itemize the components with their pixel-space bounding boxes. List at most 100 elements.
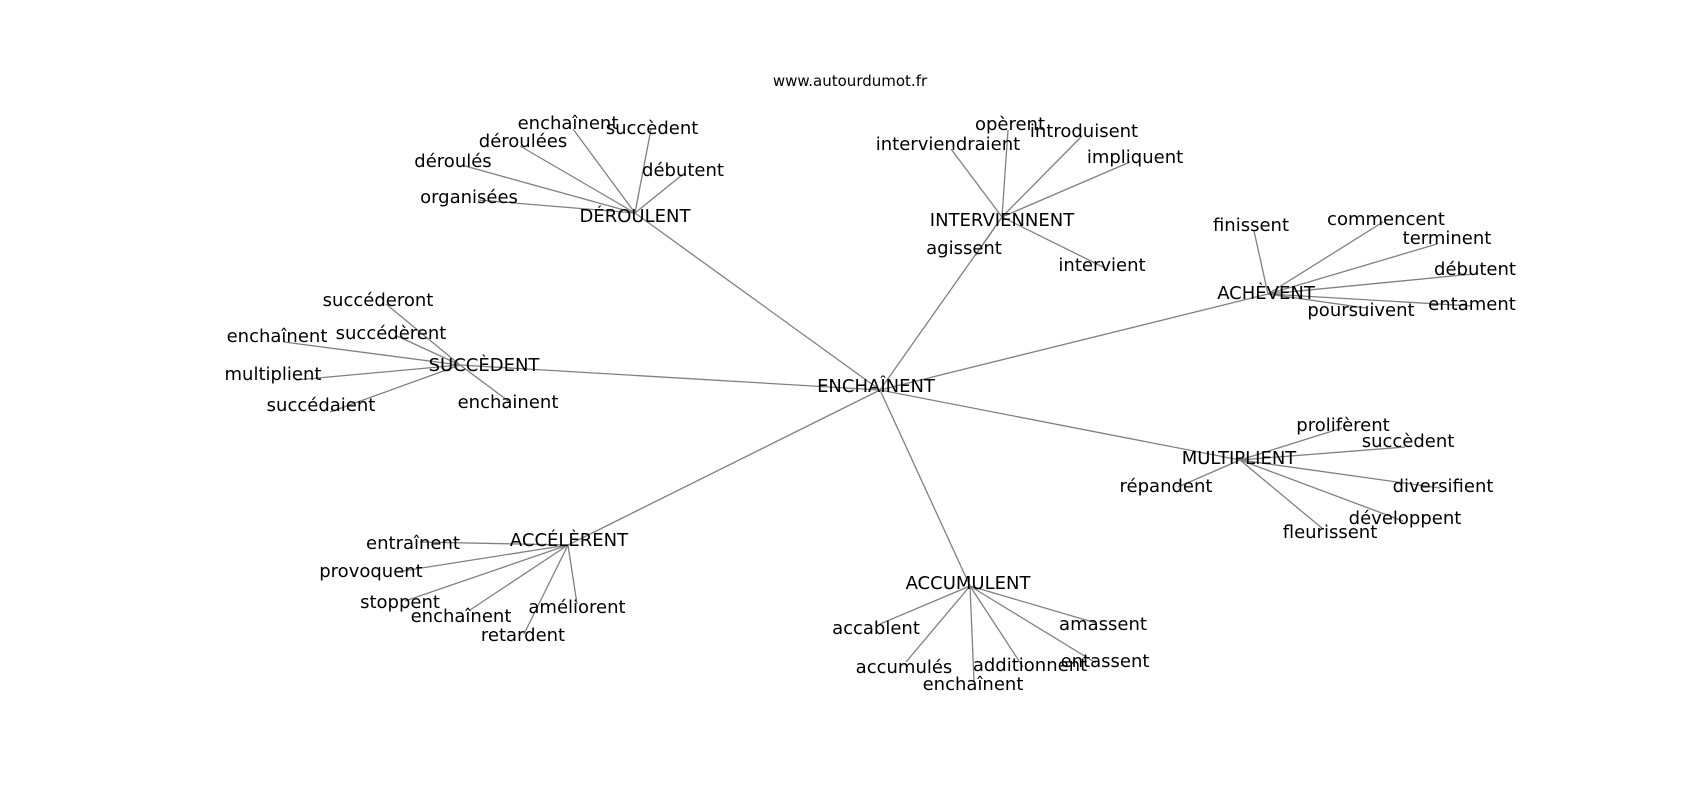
hub-node[interactable]: SUCCÈDENT	[429, 354, 541, 376]
edge-center-to-hub	[634, 212, 881, 391]
edge-hub-to-leaf	[1267, 293, 1367, 309]
leaf-node[interactable]: agissent	[926, 238, 1002, 259]
edge-hub-to-leaf	[950, 148, 1003, 218]
leaf-node[interactable]: déroulées	[479, 131, 567, 152]
edges	[283, 128, 1474, 682]
edge-center-to-hub	[879, 389, 1241, 461]
edge-hub-to-leaf	[1239, 427, 1343, 461]
leaf-node[interactable]: introduisent	[1030, 121, 1138, 142]
edge-hub-to-leaf	[459, 364, 512, 404]
leaf-node[interactable]: enchaînent	[227, 326, 328, 347]
leaf-node[interactable]: débutent	[642, 160, 724, 181]
leaf-node[interactable]: succèdent	[1362, 431, 1455, 452]
edge-hub-to-leaf	[519, 145, 636, 214]
center-node[interactable]: ENCHAÎNENT	[817, 375, 936, 397]
leaf-node[interactable]: organisées	[420, 187, 518, 208]
hub-node[interactable]: ACCUMULENT	[906, 573, 1032, 594]
edge-center-to-hub	[879, 389, 971, 587]
hub-node[interactable]: DÉROULENT	[580, 205, 692, 227]
leaf-node[interactable]: enchainent	[458, 392, 559, 413]
edge-hub-to-leaf	[1267, 221, 1384, 295]
edge-hub-to-leaf	[1239, 459, 1404, 522]
edge-hub-to-leaf	[523, 544, 569, 635]
leaf-node[interactable]: opèrent	[975, 114, 1045, 135]
leaf-node[interactable]: poursuivent	[1307, 300, 1414, 321]
edge-center-to-hub	[879, 293, 1269, 391]
edge-hub-to-leaf	[295, 364, 461, 381]
edge-hub-to-leaf	[395, 544, 569, 573]
leaf-node[interactable]: déroulés	[414, 151, 491, 172]
edge-hub-to-leaf	[464, 165, 636, 214]
leaf-node[interactable]: enchaînent	[518, 113, 619, 134]
edge-hub-to-leaf	[1001, 216, 1106, 269]
leaf-node[interactable]: développent	[1349, 508, 1462, 529]
leaf-node[interactable]: stoppent	[360, 592, 440, 613]
edge-hub-to-leaf	[1267, 293, 1473, 307]
node-labels: ENCHAÎNENTDÉROULENTenchaînentsuccèdentdé…	[225, 113, 1516, 695]
edge-hub-to-leaf	[329, 364, 461, 413]
edge-hub-to-leaf	[1177, 459, 1241, 488]
edge-hub-to-leaf	[1267, 273, 1474, 295]
leaf-node[interactable]: accablent	[832, 618, 920, 639]
leaf-node[interactable]: répandent	[1120, 476, 1213, 497]
leaf-node[interactable]: impliquent	[1087, 147, 1183, 168]
edge-hub-to-leaf	[567, 544, 578, 605]
edge-hub-to-leaf	[477, 199, 636, 214]
edge-hub-to-leaf	[1239, 459, 1324, 530]
leaf-node[interactable]: finissent	[1213, 215, 1289, 236]
leaf-node[interactable]: additionnent	[973, 655, 1087, 676]
edge-hub-to-leaf	[879, 585, 971, 625]
leaf-node[interactable]: retardent	[481, 625, 565, 646]
edge-center-to-hub	[459, 364, 881, 391]
edge-hub-to-leaf	[969, 585, 1024, 668]
leaf-node[interactable]: provoquent	[319, 561, 422, 582]
leaf-node[interactable]: prolifèrent	[1296, 415, 1389, 436]
edge-hub-to-leaf	[1267, 243, 1438, 295]
hub-node[interactable]: ACHÈVENT	[1217, 282, 1316, 304]
edge-center-to-hub	[567, 389, 881, 546]
leaf-node[interactable]: entraînent	[366, 533, 460, 554]
edge-hub-to-leaf	[1001, 135, 1083, 218]
leaf-node[interactable]: intervient	[1058, 255, 1145, 276]
leaf-node[interactable]: entament	[1428, 294, 1516, 315]
edge-hub-to-leaf	[385, 303, 461, 366]
edge-hub-to-leaf	[634, 128, 652, 214]
edge-hub-to-leaf	[905, 585, 971, 663]
edge-hub-to-leaf	[572, 128, 636, 214]
edge-hub-to-leaf	[404, 544, 569, 602]
hub-node[interactable]: INTERVIENNENT	[930, 210, 1075, 231]
leaf-node[interactable]: amassent	[1059, 614, 1147, 635]
leaf-node[interactable]: diversifient	[1393, 476, 1494, 497]
edge-hub-to-leaf	[1239, 446, 1406, 461]
edge-hub-to-leaf	[969, 585, 975, 682]
edge-hub-to-leaf	[974, 216, 1003, 257]
leaf-node[interactable]: succéderont	[323, 290, 434, 311]
leaf-node[interactable]: débutent	[1434, 259, 1516, 280]
leaf-node[interactable]: enchaînent	[923, 674, 1024, 695]
leaf-node[interactable]: commencent	[1327, 209, 1445, 230]
leaf-node[interactable]: entassent	[1061, 651, 1150, 672]
edge-hub-to-leaf	[469, 544, 569, 611]
leaf-node[interactable]: enchaînent	[411, 606, 512, 627]
leaf-node[interactable]: fleurissent	[1283, 522, 1378, 543]
leaf-node[interactable]: accumulés	[856, 657, 953, 678]
leaf-node[interactable]: succédaient	[267, 395, 376, 416]
leaf-node[interactable]: améliorent	[528, 597, 625, 618]
source-watermark: www.autourdumot.fr	[772, 72, 928, 90]
hub-node[interactable]: MULTIPLIENT	[1182, 448, 1298, 469]
edge-hub-to-leaf	[969, 585, 1097, 624]
leaf-node[interactable]: succédèrent	[336, 323, 447, 344]
edge-hub-to-leaf	[283, 341, 461, 366]
leaf-node[interactable]: terminent	[1403, 228, 1492, 249]
leaf-node[interactable]: succèdent	[606, 118, 699, 139]
leaf-node[interactable]: multiplient	[225, 364, 322, 385]
edge-hub-to-leaf	[396, 335, 461, 366]
leaf-node[interactable]: interviendraient	[876, 134, 1020, 155]
edge-hub-to-leaf	[634, 174, 683, 214]
hub-node[interactable]: ACCÉLÈRENT	[510, 529, 629, 551]
edge-hub-to-leaf	[1001, 161, 1131, 218]
edge-hub-to-leaf	[1001, 129, 1009, 218]
edge-hub-to-leaf	[1239, 459, 1441, 489]
edge-hub-to-leaf	[969, 585, 1097, 664]
edge-hub-to-leaf	[419, 541, 569, 546]
